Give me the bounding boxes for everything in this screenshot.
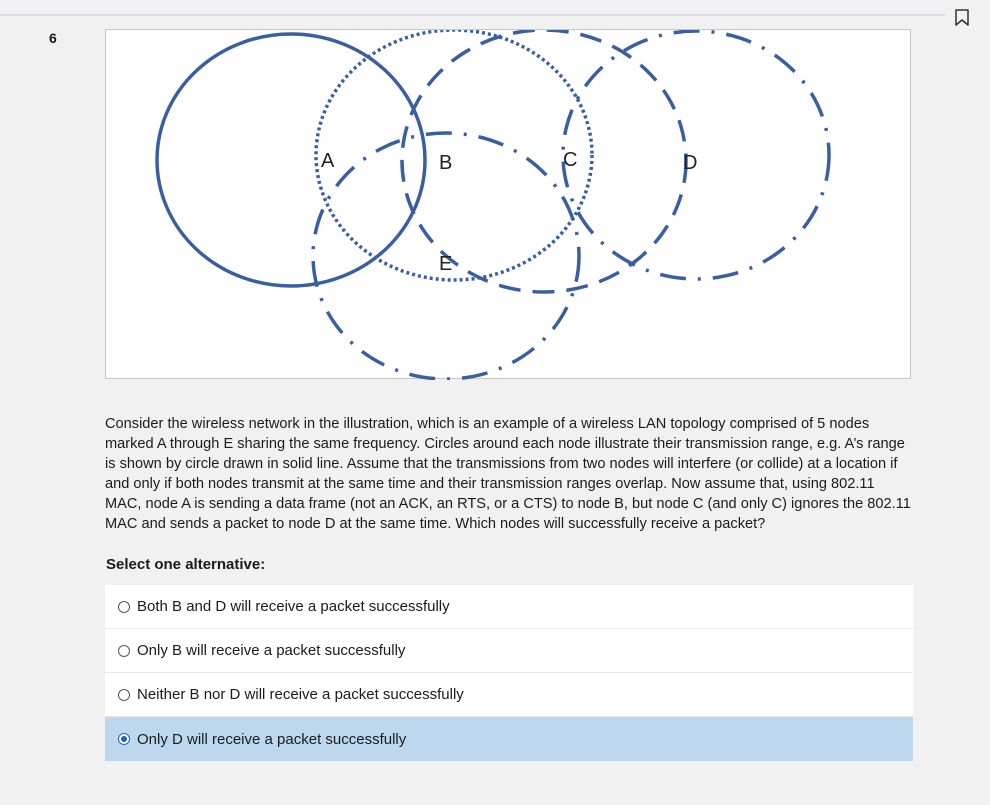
node-e-label: E	[439, 253, 452, 275]
top-divider	[0, 14, 945, 16]
radio-button[interactable]	[118, 600, 130, 613]
flag-icon	[955, 9, 969, 26]
option-label: Both B and D will receive a packet succe…	[137, 598, 450, 615]
node-d-label: D	[683, 152, 697, 174]
option-only-b[interactable]: Only B will receive a packet successfull…	[105, 629, 913, 673]
node-c-label: C	[563, 149, 577, 171]
range-circle-e	[311, 131, 581, 380]
range-circle-c	[314, 30, 594, 282]
option-neither-b-nor-d[interactable]: Neither B nor D will receive a packet su…	[105, 673, 913, 717]
node-a-label: A	[321, 150, 335, 172]
flag-question-button[interactable]	[953, 8, 971, 28]
radio-selected-dot	[121, 736, 127, 742]
answer-options: Both B and D will receive a packet succe…	[105, 585, 913, 761]
select-instruction: Select one alternative:	[106, 556, 266, 573]
option-only-d[interactable]: Only D will receive a packet successfull…	[105, 717, 913, 761]
range-circle-d	[561, 30, 831, 281]
option-label: Neither B nor D will receive a packet su…	[137, 686, 464, 703]
option-label: Only B will receive a packet successfull…	[137, 642, 406, 659]
range-circle-b	[400, 30, 688, 294]
radio-button[interactable]	[118, 644, 130, 657]
option-label: Only D will receive a packet successfull…	[137, 730, 407, 748]
node-b-label: B	[439, 152, 452, 174]
range-circle-a	[155, 32, 427, 288]
network-diagram: A B C D E	[155, 30, 831, 380]
radio-button-selected[interactable]	[118, 733, 130, 745]
option-both-b-and-d[interactable]: Both B and D will receive a packet succe…	[105, 585, 913, 629]
question-number: 6	[49, 30, 57, 46]
network-illustration: A B C D E	[105, 29, 911, 380]
radio-button[interactable]	[118, 688, 130, 701]
question-text: Consider the wireless network in the ill…	[105, 416, 911, 532]
